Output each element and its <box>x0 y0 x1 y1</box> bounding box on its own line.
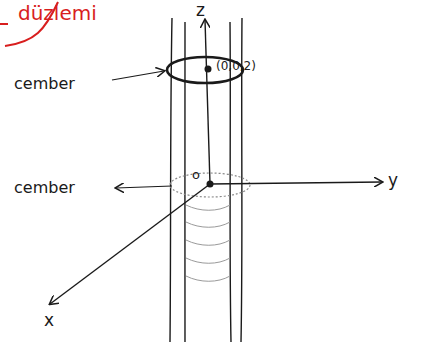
cylinder-rings <box>186 205 230 281</box>
y-axis <box>210 182 382 184</box>
origin-label: o <box>192 168 200 181</box>
leader-arrow <box>112 71 164 80</box>
point-label: (0,0,2) <box>216 60 256 72</box>
point <box>205 66 212 73</box>
circle-label: cember <box>14 76 75 92</box>
axis-label: y <box>388 172 398 189</box>
title-note: düzlemi <box>18 3 97 23</box>
red-mark <box>0 23 8 25</box>
axis-label: x <box>44 312 54 329</box>
circle-label: cember <box>14 180 75 196</box>
z-axis <box>205 20 210 184</box>
x-axis <box>50 184 210 304</box>
origin-point <box>207 181 214 188</box>
axis-label: z <box>196 2 205 19</box>
leader-arrow <box>116 186 172 188</box>
